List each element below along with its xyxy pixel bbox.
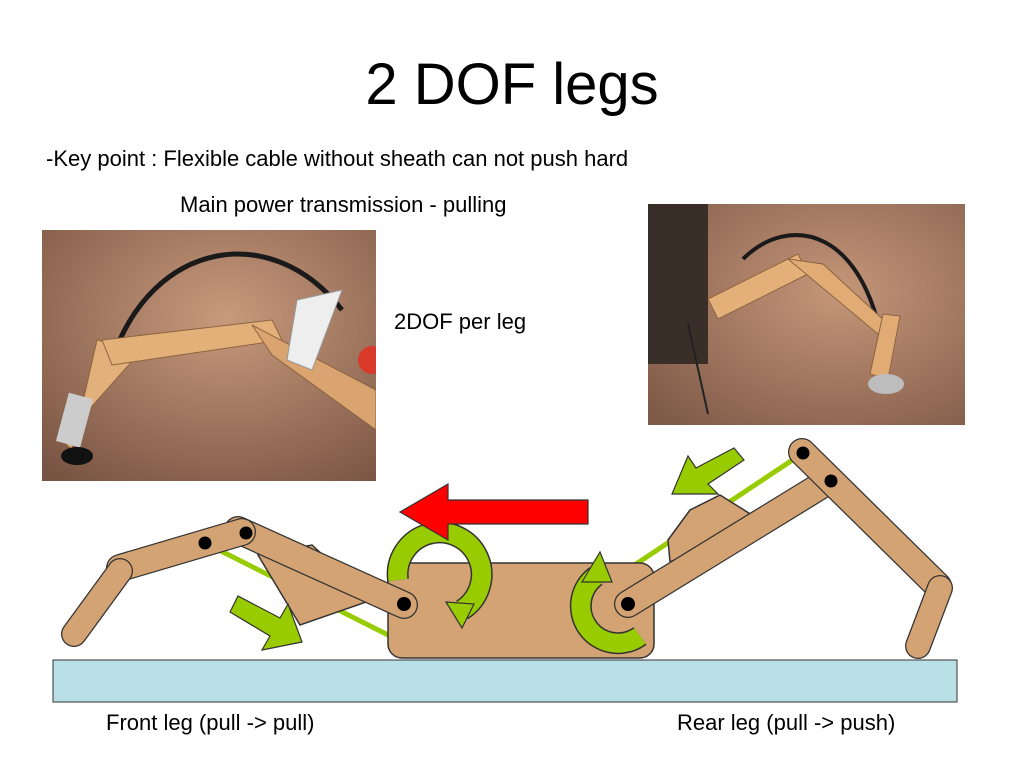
front-joint-rotation-arrow bbox=[386, 521, 493, 630]
slide-title: 2 DOF legs bbox=[365, 52, 659, 117]
rear-leg bbox=[614, 438, 953, 659]
dof-note-text: 2DOF per leg bbox=[394, 309, 527, 334]
motion-direction-arrow bbox=[398, 482, 589, 542]
key-point-text: -Key point : Flexible cable without shea… bbox=[46, 146, 629, 171]
rear-joint-rotation-arrow bbox=[569, 550, 647, 655]
front-cable-pull-arrow bbox=[229, 595, 303, 651]
ground-plate bbox=[52, 659, 958, 703]
rear-leg-photo bbox=[648, 204, 965, 425]
front-leg-photo bbox=[42, 230, 376, 481]
front-leg-caption: Front leg (pull -> pull) bbox=[106, 710, 315, 735]
front-leg bbox=[61, 516, 418, 647]
rear-cable-pull-arrow bbox=[671, 447, 745, 495]
transmission-text: Main power transmission - pulling bbox=[180, 192, 507, 217]
rear-leg-caption: Rear leg (pull -> push) bbox=[677, 710, 896, 735]
